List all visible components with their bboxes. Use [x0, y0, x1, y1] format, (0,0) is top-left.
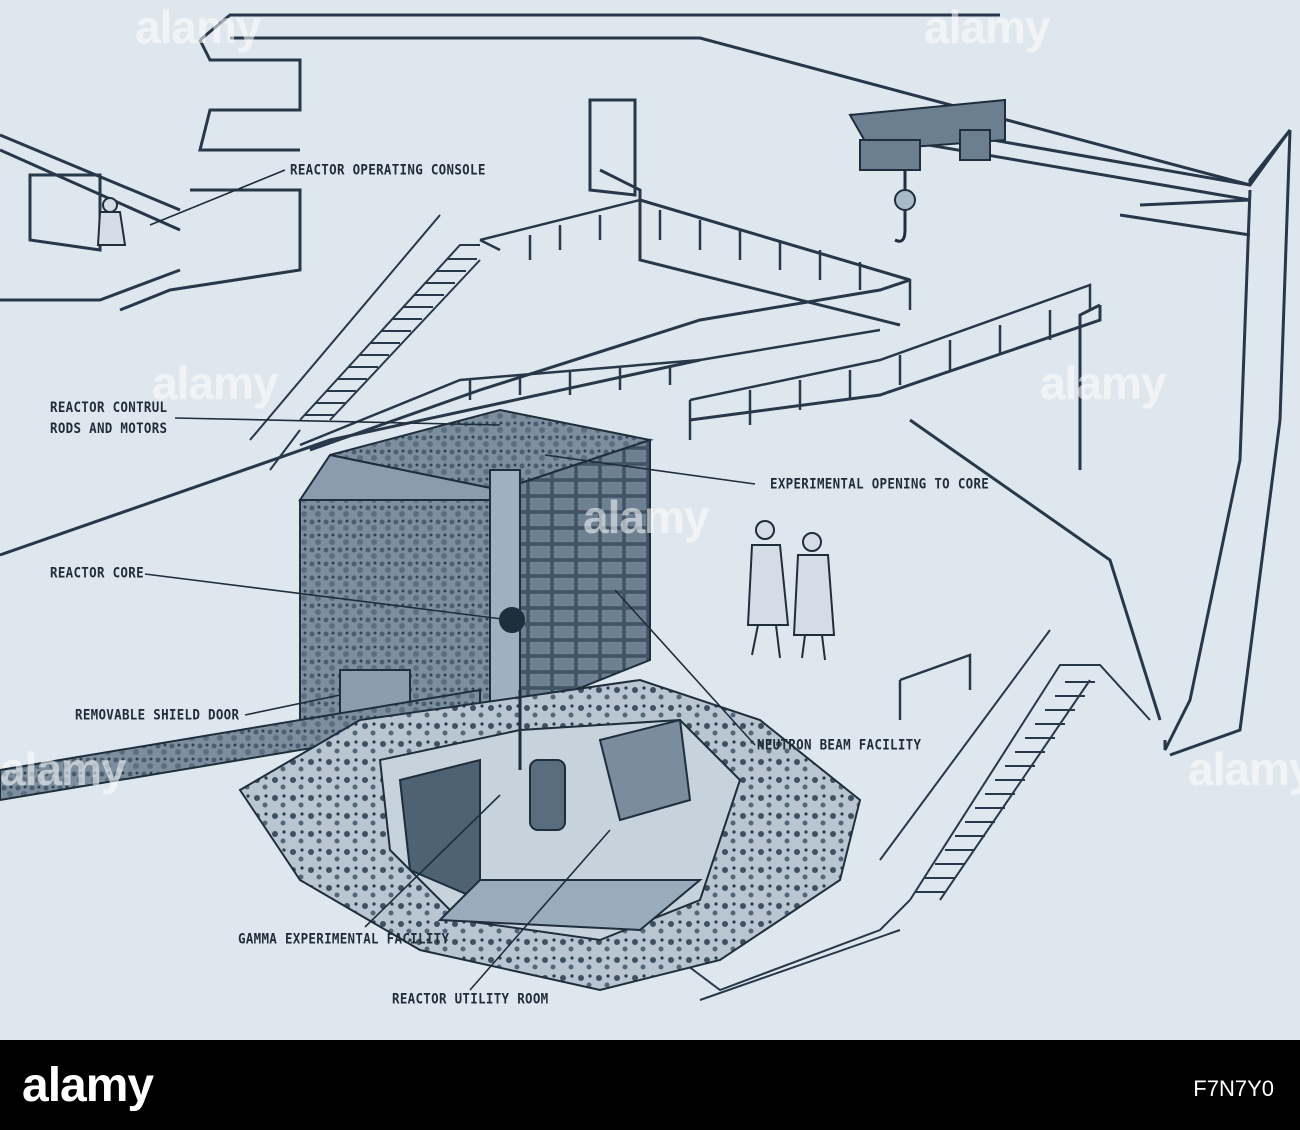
watermark: alamy [924, 1, 1050, 53]
reactor-cutaway-illustration: REACTOR OPERATING CONSOLE REACTOR CONTRU… [0, 0, 1300, 1040]
building-outline [0, 13, 1292, 757]
railings [299, 198, 1092, 720]
image-id-label: F7N7Y0 [1193, 1076, 1274, 1101]
people-figures [96, 197, 836, 661]
reactor-drawing [0, 13, 1292, 1001]
watermark: alamy [583, 491, 709, 543]
leader-lines [144, 169, 756, 991]
label-neutron-beam-facility: NEUTRON BEAM FACILITY [757, 735, 922, 754]
crane-hoist [848, 98, 1006, 243]
label-reactor-utility-room: REACTOR UTILITY ROOM [392, 989, 549, 1008]
watermark: alamy [135, 1, 261, 53]
label-reactor-operating-console: REACTOR OPERATING CONSOLE [290, 160, 486, 179]
right-staircase [679, 629, 1151, 1001]
brand-logo[interactable]: alamy [22, 1059, 154, 1112]
label-reactor-control-rods: REACTOR CONTRUL RODS AND MOTORS [50, 398, 168, 437]
basement-pit [238, 678, 862, 992]
watermark: alamy [1188, 743, 1300, 795]
label-gamma-experimental-facility: GAMMA EXPERIMENTAL FACILITY [238, 929, 450, 948]
stock-footer-bar: alamy F7N7Y0 [0, 1040, 1300, 1130]
left-staircase [249, 214, 481, 471]
watermark: alamy [152, 357, 278, 409]
label-reactor-core: REACTOR CORE [50, 563, 144, 582]
watermark: alamy [0, 743, 126, 795]
label-removable-shield-door: REMOVABLE SHIELD DOOR [75, 705, 240, 724]
watermark: alamy [1040, 357, 1166, 409]
reactor-block [0, 408, 654, 802]
label-experimental-opening: EXPERIMENTAL OPENING TO CORE [770, 474, 990, 493]
